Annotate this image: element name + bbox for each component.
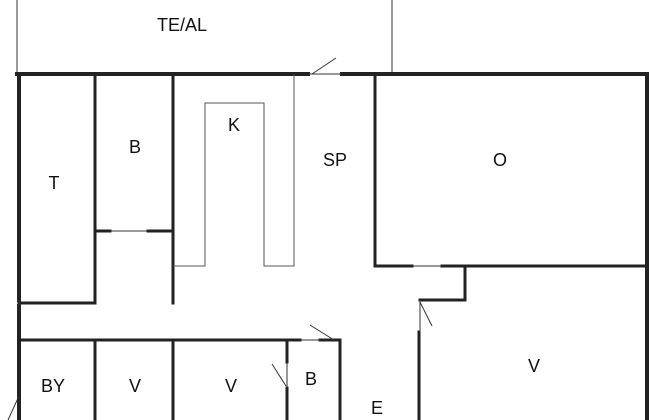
room-label-b: B (129, 137, 141, 157)
outer-walls (15, 72, 649, 420)
room-label-te-al: TE/AL (157, 15, 207, 35)
doors (7, 57, 442, 420)
door-leaf-e (419, 301, 433, 327)
room-label-v: V (129, 376, 141, 396)
room-label-t: T (49, 173, 60, 193)
kitchen-counter (173, 74, 295, 267)
room-label-by: BY (41, 376, 65, 396)
room-label-v: V (225, 376, 237, 396)
door-leaf-v2 (271, 363, 287, 387)
terrace-outline (16, 0, 393, 74)
room-label-k: K (228, 115, 240, 135)
interior-walls (17, 72, 649, 420)
door-leaf-b2 (309, 324, 335, 341)
room-label-sp: SP (323, 150, 347, 170)
door-leaf-by (7, 395, 20, 420)
room-label-b: B (305, 369, 317, 389)
room-labels: TE/AL T B K SP O BY V V B E V (41, 15, 540, 418)
entry-door-leaf (311, 57, 337, 75)
room-label-e: E (371, 398, 383, 418)
room-label-o: O (493, 150, 507, 170)
room-label-v: V (528, 356, 540, 376)
